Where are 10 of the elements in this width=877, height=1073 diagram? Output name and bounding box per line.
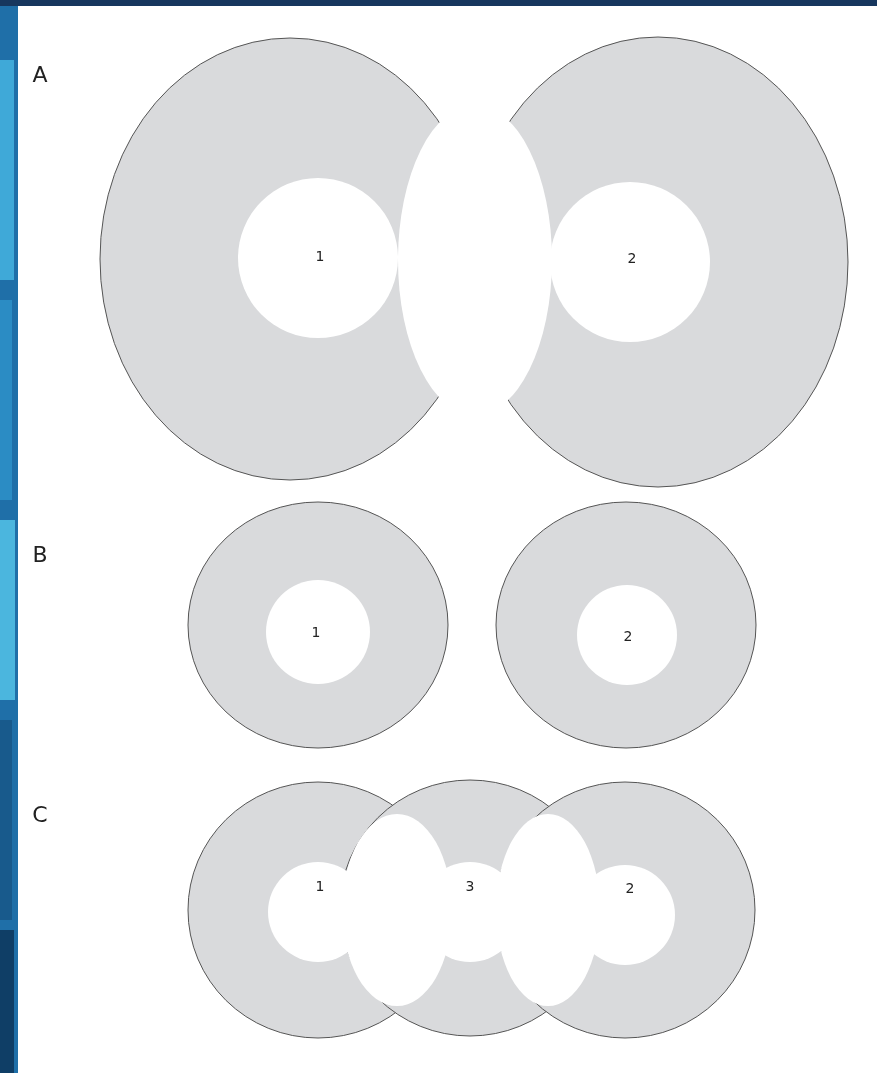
panel-letter: C xyxy=(32,804,48,826)
zone-number: 1 xyxy=(315,249,325,263)
zone-number: 1 xyxy=(315,879,325,893)
zone-number: 2 xyxy=(625,881,635,895)
zone-number: 3 xyxy=(465,879,475,893)
panel-letter: B xyxy=(32,544,48,566)
panel-letter: A xyxy=(32,64,48,86)
zone-number: 1 xyxy=(311,625,321,639)
zone-number: 2 xyxy=(627,251,637,265)
zone-number: 2 xyxy=(623,629,633,643)
